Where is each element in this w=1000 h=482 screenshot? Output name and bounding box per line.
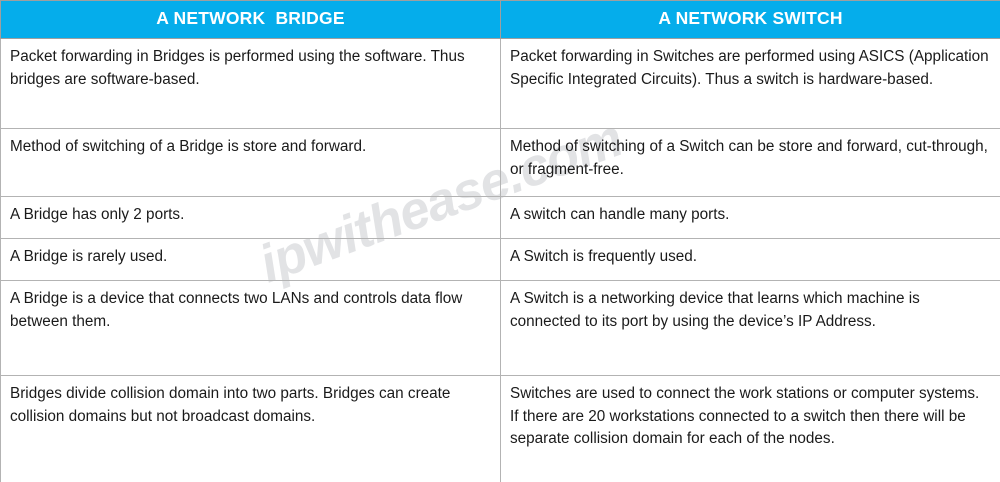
table-header-row: A NETWORK BRIDGE A NETWORK SWITCH (0, 0, 1000, 39)
cell-switch-5: A Switch is a networking device that lea… (500, 280, 1000, 376)
table-row: A Bridge is rarely used. A Switch is fre… (0, 238, 1000, 281)
cell-switch-2: Method of switching of a Switch can be s… (500, 128, 1000, 197)
cell-switch-1: Packet forwarding in Switches are perfor… (500, 38, 1000, 129)
column-header-bridge: A NETWORK BRIDGE (0, 0, 501, 39)
cell-bridge-1: Packet forwarding in Bridges is performe… (0, 38, 501, 129)
table-row: A Bridge has only 2 ports. A switch can … (0, 196, 1000, 239)
cell-switch-4: A Switch is frequently used. (500, 238, 1000, 281)
cell-switch-3: A switch can handle many ports. (500, 196, 1000, 239)
cell-switch-6: Switches are used to connect the work st… (500, 375, 1000, 482)
table-row: Packet forwarding in Bridges is performe… (0, 38, 1000, 129)
table-row: Bridges divide collision domain into two… (0, 375, 1000, 482)
cell-bridge-4: A Bridge is rarely used. (0, 238, 501, 281)
cell-bridge-6: Bridges divide collision domain into two… (0, 375, 501, 482)
table-row: Method of switching of a Bridge is store… (0, 128, 1000, 197)
cell-bridge-3: A Bridge has only 2 ports. (0, 196, 501, 239)
cell-bridge-5: A Bridge is a device that connects two L… (0, 280, 501, 376)
column-header-switch: A NETWORK SWITCH (500, 0, 1000, 39)
table-row: A Bridge is a device that connects two L… (0, 280, 1000, 376)
cell-bridge-2: Method of switching of a Bridge is store… (0, 128, 501, 197)
